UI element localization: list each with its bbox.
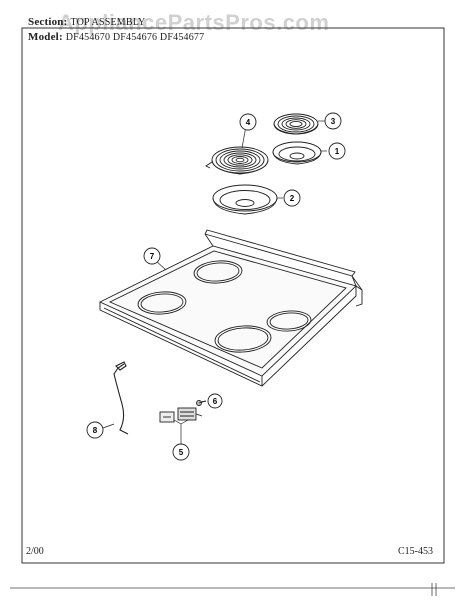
small-drip-pan <box>272 141 322 165</box>
model-label: Model: <box>28 31 63 43</box>
callout-5: 5 <box>172 443 190 461</box>
callout-7: 7 <box>143 247 161 265</box>
footer-date: 2/00 <box>26 546 44 557</box>
model-value: DF454670 DF454676 DF454677 <box>65 32 205 43</box>
section-label: Section: <box>28 16 68 28</box>
callout-1-label: 1 <box>335 147 340 156</box>
callout-markers: 1 2 3 4 5 6 7 <box>86 112 346 461</box>
small-surface-element <box>273 113 319 135</box>
cooktop-assembly <box>98 229 363 387</box>
callout-1: 1 <box>328 142 346 160</box>
callout-3-label: 3 <box>331 117 336 126</box>
section-line: Section: TOP ASSEMBLY <box>28 16 145 28</box>
wire-harness <box>113 361 129 435</box>
large-drip-pan <box>212 184 278 215</box>
callout-5-label: 5 <box>179 448 184 457</box>
callout-4: 4 <box>239 113 257 131</box>
watermark: AppliancePartsPros.com <box>58 10 330 35</box>
callout-4-label: 4 <box>246 118 251 127</box>
callout-8-label: 8 <box>93 426 98 435</box>
callout-6-label: 6 <box>213 397 218 406</box>
frame-border <box>21 27 445 564</box>
large-surface-element <box>205 146 269 175</box>
section-value: TOP ASSEMBLY <box>70 17 146 28</box>
callout-8: 8 <box>86 421 104 439</box>
model-line: Model: DF454670 DF454676 DF454677 <box>28 31 204 43</box>
callout-7-label: 7 <box>150 252 155 261</box>
footer-code: C15-453 <box>398 546 433 557</box>
callout-6: 6 <box>207 393 223 409</box>
callout-2-label: 2 <box>290 194 295 203</box>
callout-2: 2 <box>283 189 301 207</box>
terminal-blocks <box>159 407 203 423</box>
callout-3: 3 <box>324 112 342 130</box>
